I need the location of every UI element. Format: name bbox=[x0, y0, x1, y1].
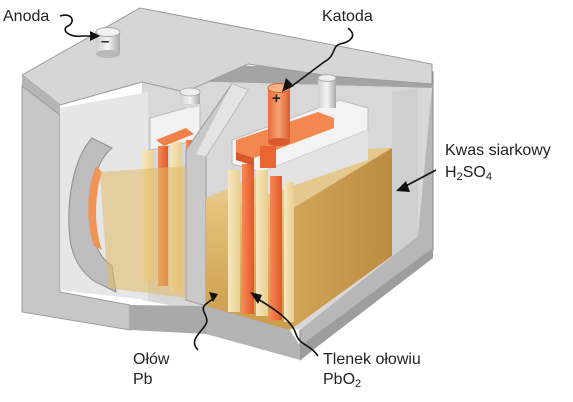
lead-name: Ołów bbox=[133, 351, 170, 368]
lid-front-edge bbox=[22, 75, 60, 115]
electrolyte-side bbox=[290, 148, 392, 330]
casing-front-lip bbox=[130, 305, 206, 334]
oxide-leader bbox=[255, 297, 319, 357]
acid-formula: H2SO4 bbox=[445, 164, 492, 183]
lead-oxide-name: Tlenek ołowiu bbox=[323, 351, 421, 368]
acid-leader bbox=[401, 169, 437, 189]
lead-oxide-formula: PbO2 bbox=[323, 371, 362, 390]
acid-label: Kwas siarkowy H2SO4 bbox=[445, 141, 551, 183]
anode-terminal bbox=[95, 27, 121, 58]
casing-right-inner-wall bbox=[392, 88, 418, 256]
middle-partition-edge bbox=[196, 84, 248, 156]
right-cell-plates bbox=[228, 74, 369, 322]
cathode-label: Katoda bbox=[322, 8, 373, 25]
casing-front-right-face bbox=[206, 306, 300, 360]
cathode-leader bbox=[291, 27, 354, 87]
left-partition-orange-edge bbox=[88, 166, 102, 250]
lead-label: Ołów Pb bbox=[133, 350, 169, 390]
electrolyte-left-cell bbox=[100, 166, 186, 298]
anode-label: Anoda bbox=[3, 8, 50, 25]
lead-leader bbox=[193, 297, 215, 351]
lid-top bbox=[21, 7, 433, 106]
positive-sign: + bbox=[272, 90, 281, 107]
acid-name: Kwas siarkowy bbox=[445, 142, 551, 159]
lead-oxide-label: Tlenek ołowiu PbO2 bbox=[323, 350, 421, 390]
arrowheads bbox=[90, 31, 410, 304]
anode-leader bbox=[59, 14, 90, 38]
leader-lines bbox=[59, 14, 437, 357]
negative-sign: – bbox=[101, 33, 110, 50]
lead-symbol: Pb bbox=[133, 371, 153, 388]
casing-front-bottom bbox=[300, 248, 433, 360]
